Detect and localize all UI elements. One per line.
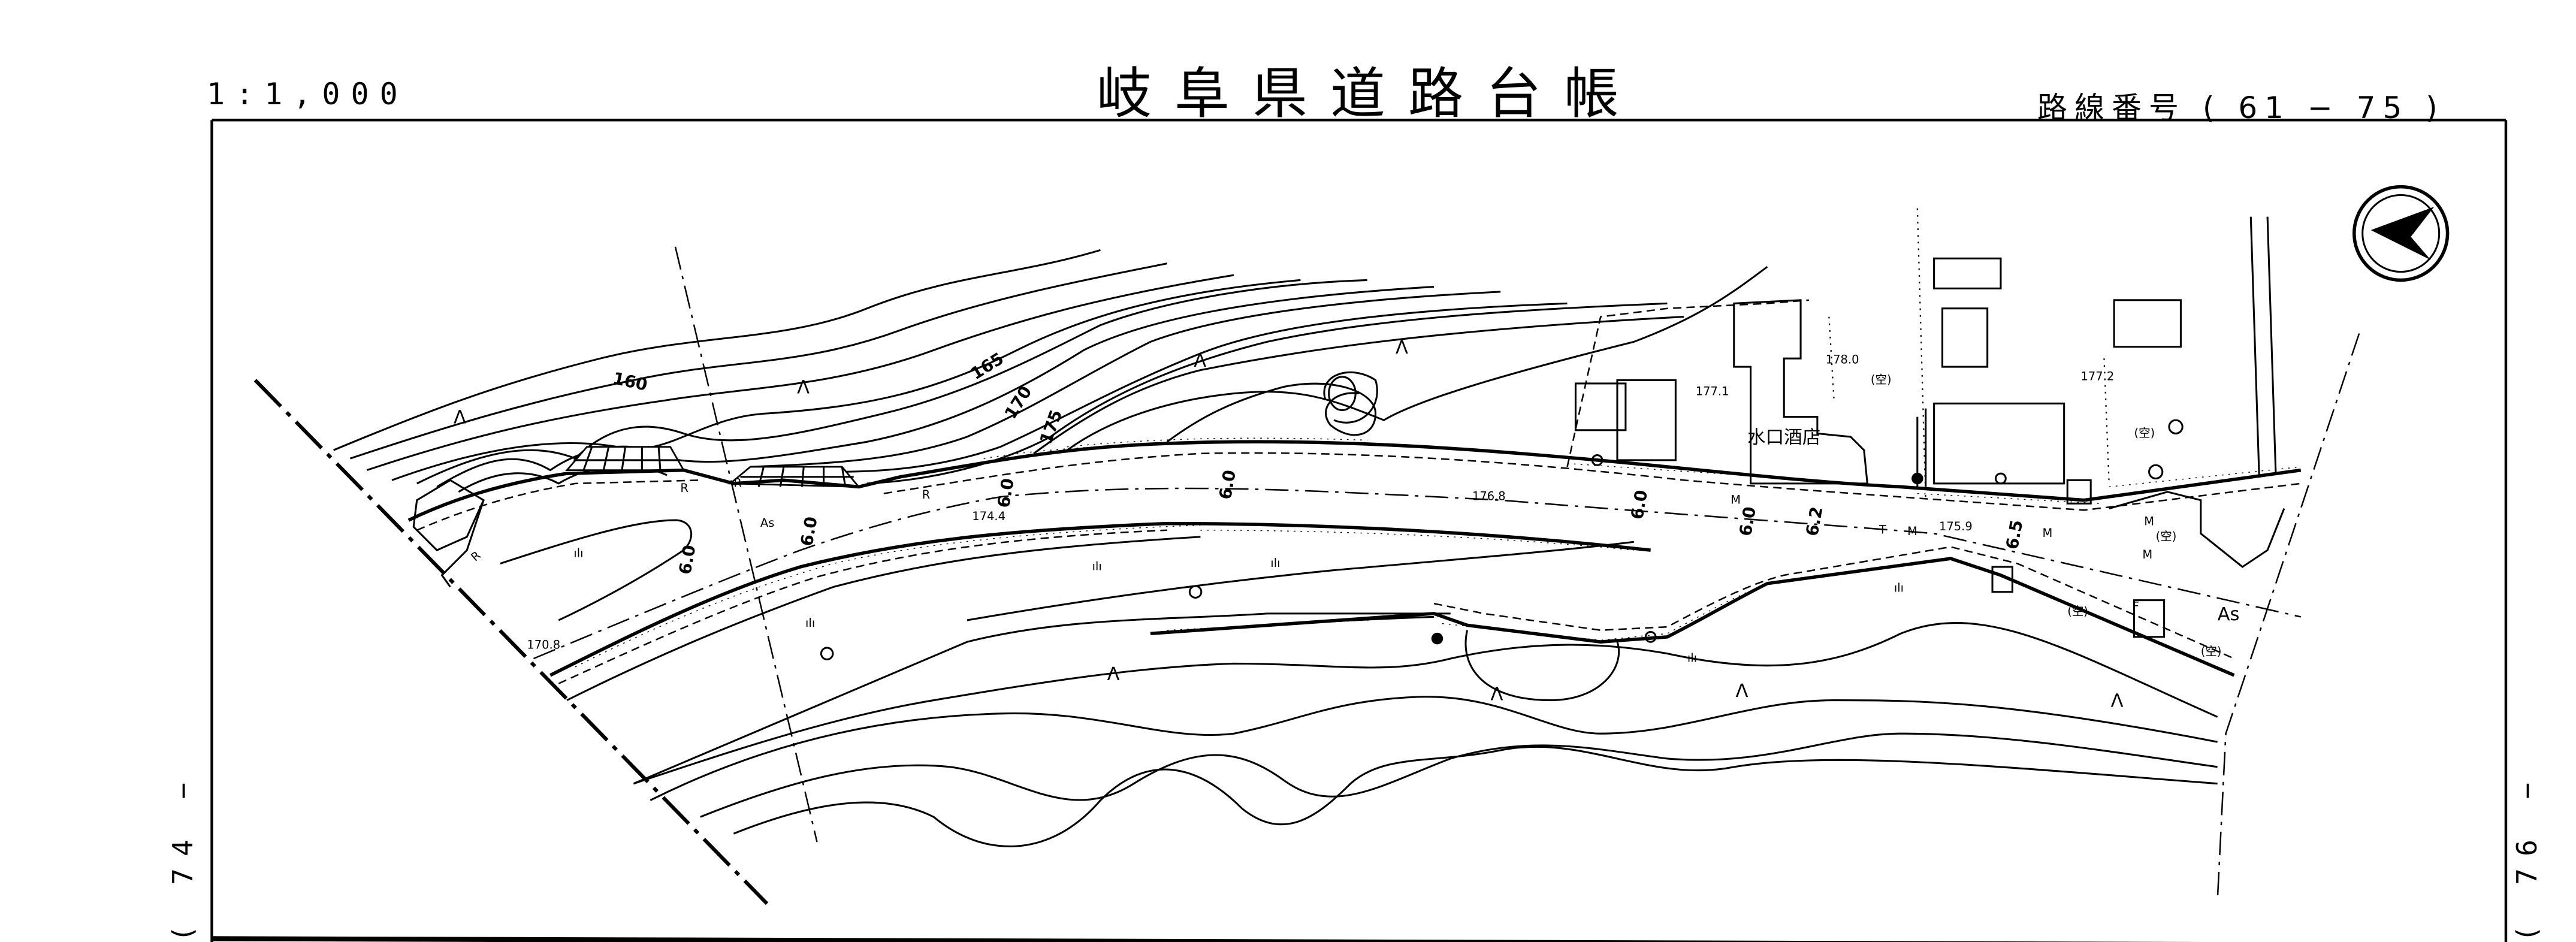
route-open: ( (2202, 90, 2222, 125)
road-width-label: 6.5 (2002, 518, 2027, 551)
grass-symbol: ılı (1270, 556, 1280, 570)
grass-symbol: ılı (1687, 651, 1697, 665)
grass-symbol: ılı (805, 616, 815, 630)
contour-label-170: 170 (1001, 382, 1036, 422)
retaining-label-r: R (680, 481, 688, 495)
manhole-symbol: M (2042, 526, 2052, 540)
forest-symbol: Λ (1107, 664, 1120, 685)
scale-label: 1:1,000 (207, 77, 409, 111)
elevation-174-4: 174.4 (972, 509, 1005, 523)
vacant-label: (空) (2067, 605, 2088, 618)
map-frame-bottom (212, 936, 2219, 942)
route-close: ) (2426, 90, 2445, 125)
surface-label-as: As (2218, 604, 2240, 625)
road-width-label: 6.0 (1627, 488, 1651, 521)
grass-symbol: ılı (1092, 560, 1102, 573)
retaining-label-r: R (922, 488, 931, 502)
road-width-label: 6.0 (1215, 469, 1240, 501)
vacant-label: (空) (2156, 529, 2177, 543)
manhole-symbol: M (1907, 524, 1917, 538)
grass-symbol: ılı (573, 546, 583, 560)
page-title: 岐阜県道路台帳 (1097, 62, 1642, 126)
upper-contours (333, 249, 1768, 493)
point-symbols (820, 371, 2184, 660)
forest-symbol: Λ (1491, 684, 1503, 705)
road-width-label: 6.0 (993, 477, 1018, 509)
forest-symbol: Λ (1194, 351, 1206, 372)
left-structures (412, 479, 693, 621)
sheet-boundary-line-right (2216, 333, 2360, 901)
hydrant-symbol: F (2133, 599, 2139, 613)
retaining-label-r: R (469, 548, 484, 564)
road-width-label: 6.0 (797, 515, 822, 548)
contour-label-160: 160 (611, 368, 650, 394)
slope-hatching (575, 443, 1934, 668)
map-frame (210, 119, 2508, 942)
manhole-symbol: M (1731, 493, 1741, 506)
road-width-label: 6.2 (1802, 505, 1826, 538)
manhole-symbol: M (2144, 514, 2154, 528)
vacant-label: (空) (1871, 373, 1892, 387)
road-edges (407, 440, 2302, 785)
north-arrow-icon (2352, 185, 2450, 282)
retaining-wall-block (565, 446, 861, 488)
building-name: 水口酒店 (1747, 427, 1820, 448)
road-width-label: 6.0 (1735, 505, 1760, 538)
elevation-177-1: 177.1 (1696, 384, 1729, 398)
forest-symbol: Λ (797, 378, 810, 398)
vacant-label: (空) (2134, 426, 2155, 440)
surface-label-as: As (760, 516, 774, 530)
sheet-boundary-line (253, 379, 769, 905)
hedge (1067, 437, 2301, 504)
elevation-175-9: 175.9 (1939, 520, 1973, 533)
vacant-label: (空) (2201, 644, 2222, 658)
elevation-176-8: 176.8 (1472, 490, 1506, 503)
forest-symbol: Λ (2111, 691, 2124, 712)
grass-symbol: ılı (1894, 581, 1904, 595)
forest-symbol: Λ (454, 407, 466, 428)
contour-label-175: 175 (1036, 407, 1067, 446)
survey-line (674, 246, 818, 843)
buildings (1566, 208, 2285, 638)
forest-symbol: Λ (1396, 337, 1408, 358)
elevation-177-2: 177.2 (2080, 369, 2114, 383)
forest-symbol: Λ (1736, 681, 1748, 702)
lower-contours (633, 622, 2218, 847)
retaining-label-r: R (733, 476, 742, 490)
road-width-label: 6.0 (675, 544, 699, 576)
elevation-170-8: 170.8 (527, 638, 560, 651)
elevation-178-0: 178.0 (1826, 353, 1859, 367)
manhole-symbol: M (2142, 548, 2152, 561)
telephone-symbol: T (1879, 523, 1886, 536)
